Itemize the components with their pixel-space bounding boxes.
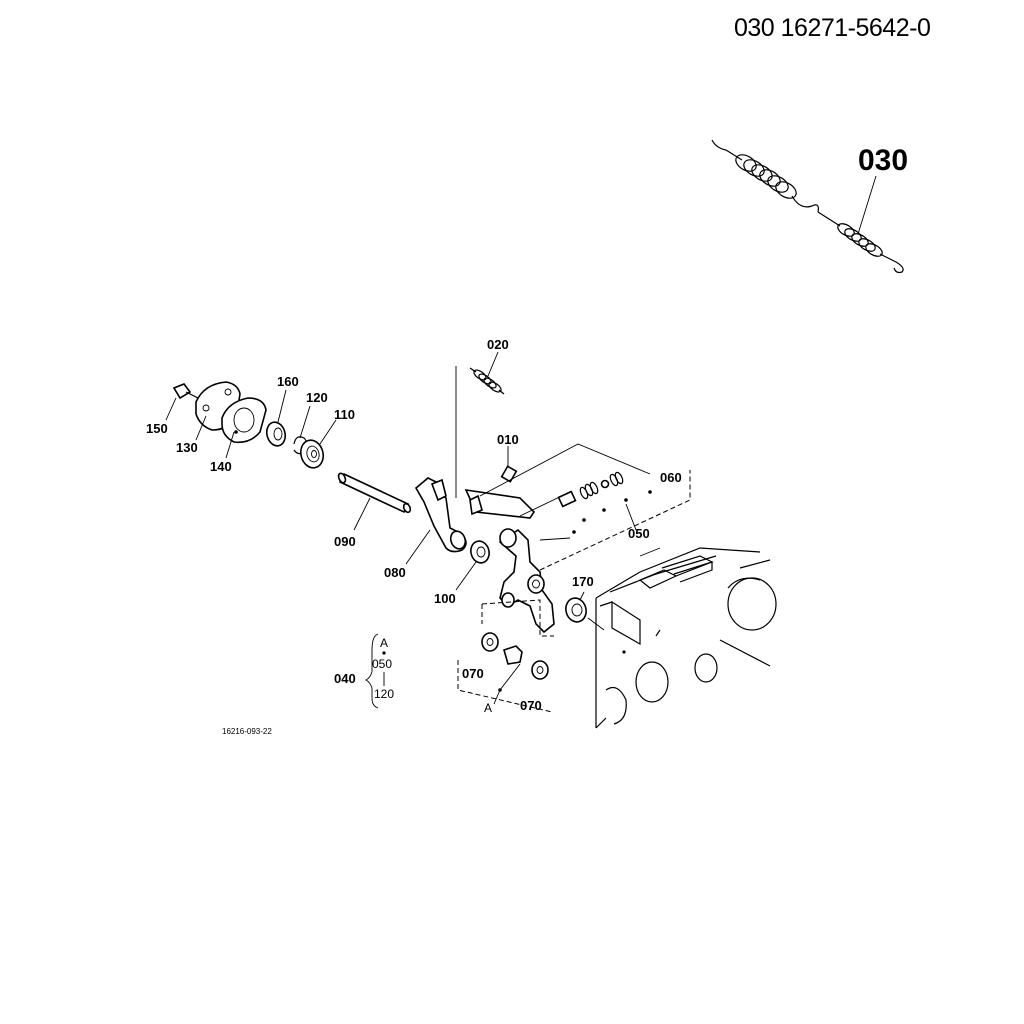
callout-040: 040 (334, 671, 356, 686)
shaft-090 (337, 472, 412, 531)
fork-lever-assembly (481, 528, 555, 637)
pin-070-group (457, 632, 553, 713)
set-040-item-120: 120 (374, 687, 394, 701)
callout-120: 120 (306, 390, 328, 405)
set-040-marker: A (380, 636, 388, 650)
callout-160: 160 (277, 374, 299, 389)
set-040-bracket (364, 633, 386, 709)
governor-bracket (464, 443, 651, 541)
bearing-170 (565, 591, 605, 631)
callout-170: 170 (572, 574, 594, 589)
callout-070-left: 070 (462, 666, 484, 681)
bolt-150 (165, 383, 199, 421)
washer-100 (455, 540, 490, 591)
bearing-110 (299, 419, 337, 469)
callout-070-right: 070 (520, 698, 542, 713)
callout-110: 110 (334, 407, 355, 422)
callout-100: 100 (434, 591, 456, 606)
callout-060: 060 (660, 470, 682, 485)
callout-140: 140 (210, 459, 232, 474)
reference-marker-a: A (484, 701, 492, 715)
gasket-140 (221, 397, 267, 459)
callout-130: 130 (176, 440, 198, 455)
callout-010: 010 (497, 432, 519, 447)
callout-150: 150 (146, 421, 168, 436)
spring-020 (455, 351, 505, 498)
adjusting-screw-assembly-050 (539, 470, 691, 571)
callout-090: 090 (334, 534, 356, 549)
spring-030-inset (711, 139, 904, 274)
drawing-number: 16216-093-22 (222, 727, 272, 736)
callout-050: 050 (628, 526, 650, 541)
callout-030: 030 (858, 144, 908, 177)
bearing-160 (265, 389, 287, 447)
callout-020: 020 (487, 337, 509, 352)
engine-block (595, 547, 777, 729)
pin-010 (500, 446, 518, 483)
page-reference-number: 030 16271-5642-0 (734, 14, 931, 42)
lever-080 (405, 477, 467, 565)
callout-080: 080 (384, 565, 406, 580)
set-040-item-050: 050 (372, 657, 392, 671)
